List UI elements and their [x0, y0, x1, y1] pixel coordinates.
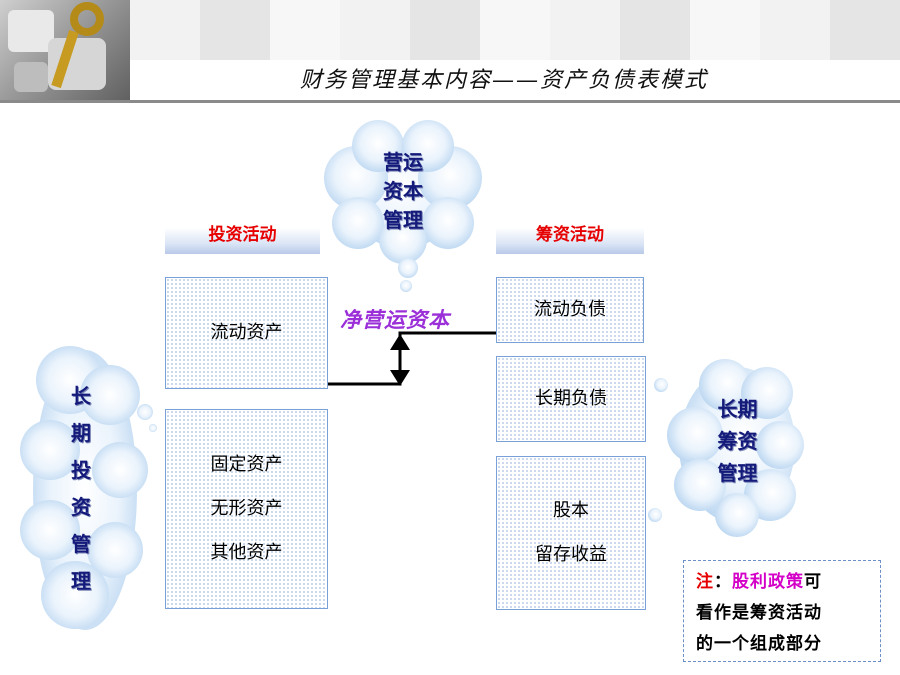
cloud-working-capital: 营运 资本 管理 — [318, 118, 488, 293]
share-capital-label: 股本 — [553, 500, 589, 521]
cloud-line: 理 — [71, 569, 91, 593]
header-banner: 财务管理基本内容——资产负债表模式 — [0, 0, 900, 103]
note-line-1: 注：股利政策可 — [696, 567, 872, 598]
puzzle-piece-icon — [8, 10, 54, 52]
intangible-assets-label: 无形资产 — [210, 498, 283, 519]
page-title: 财务管理基本内容——资产负债表模式 — [300, 68, 709, 93]
cloud-line: 长 — [71, 384, 91, 408]
header-stripes — [130, 0, 900, 60]
cloud-long-term-investment: 长 期 投 资 管 理 — [15, 340, 157, 640]
note-prefix: 注 — [696, 572, 714, 592]
fixed-assets-label: 固定资产 — [210, 454, 283, 475]
note-line-3: 的一个组成部分 — [696, 634, 822, 654]
cloud-line: 资本 — [383, 179, 423, 203]
equity-box: 股本 留存收益 — [496, 456, 646, 610]
connector-line — [328, 331, 497, 386]
dividend-policy-note: 注：股利政策可 看作是筹资活动 的一个组成部分 — [683, 560, 881, 662]
retained-earnings-label: 留存收益 — [535, 544, 607, 565]
net-working-capital-label: 净营运资本 — [340, 307, 450, 332]
non-current-assets-box: 固定资产 无形资产 其他资产 — [165, 409, 328, 609]
cloud-line: 期 — [71, 421, 91, 445]
long-term-liabilities-label: 长期负债 — [535, 388, 607, 409]
note-colon: ： — [714, 572, 732, 592]
cloud-line: 管理 — [383, 208, 423, 232]
cloud-line: 筹资 — [717, 429, 758, 453]
cloud-line: 投 — [71, 458, 91, 482]
cloud-line: 管理 — [717, 461, 758, 485]
cloud-long-term-financing: 长期 筹资 管理 — [645, 355, 805, 540]
header-band — [130, 60, 900, 103]
cloud-shape — [648, 359, 804, 537]
tab-investing-activities: 投资活动 — [165, 210, 320, 254]
long-term-liabilities-box: 长期负债 — [496, 356, 646, 442]
cloud-line: 管 — [71, 532, 91, 556]
cloud-line: 长期 — [717, 397, 758, 421]
header-divider — [0, 100, 900, 103]
note-line-2: 看作是筹资活动 — [696, 603, 822, 623]
cloud-shape — [324, 120, 482, 292]
note-line1-tail: 可 — [804, 572, 822, 592]
tab-financing-activities: 筹资活动 — [496, 210, 644, 254]
cloud-working-capital-text: 营运 资本 管理 — [368, 148, 438, 235]
puzzle-key-image — [0, 0, 130, 103]
note-policy: 股利政策 — [732, 572, 804, 592]
cloud-line: 资 — [71, 495, 91, 519]
current-assets-label: 流动资产 — [210, 322, 283, 343]
cloud-long-term-investment-text: 长 期 投 资 管 理 — [61, 378, 101, 600]
puzzle-piece-icon — [14, 62, 48, 92]
cloud-long-term-financing-text: 长期 筹资 管理 — [700, 393, 775, 489]
current-liabilities-label: 流动负债 — [534, 299, 606, 320]
key-ring-icon — [70, 2, 104, 36]
other-assets-label: 其他资产 — [210, 542, 283, 563]
tab-label: 筹资活动 — [536, 224, 604, 245]
current-assets-box: 流动资产 — [165, 277, 328, 389]
cloud-shape — [20, 346, 157, 630]
cloud-line: 营运 — [383, 150, 423, 174]
tab-label: 投资活动 — [208, 224, 277, 245]
current-liabilities-box: 流动负债 — [496, 277, 644, 343]
